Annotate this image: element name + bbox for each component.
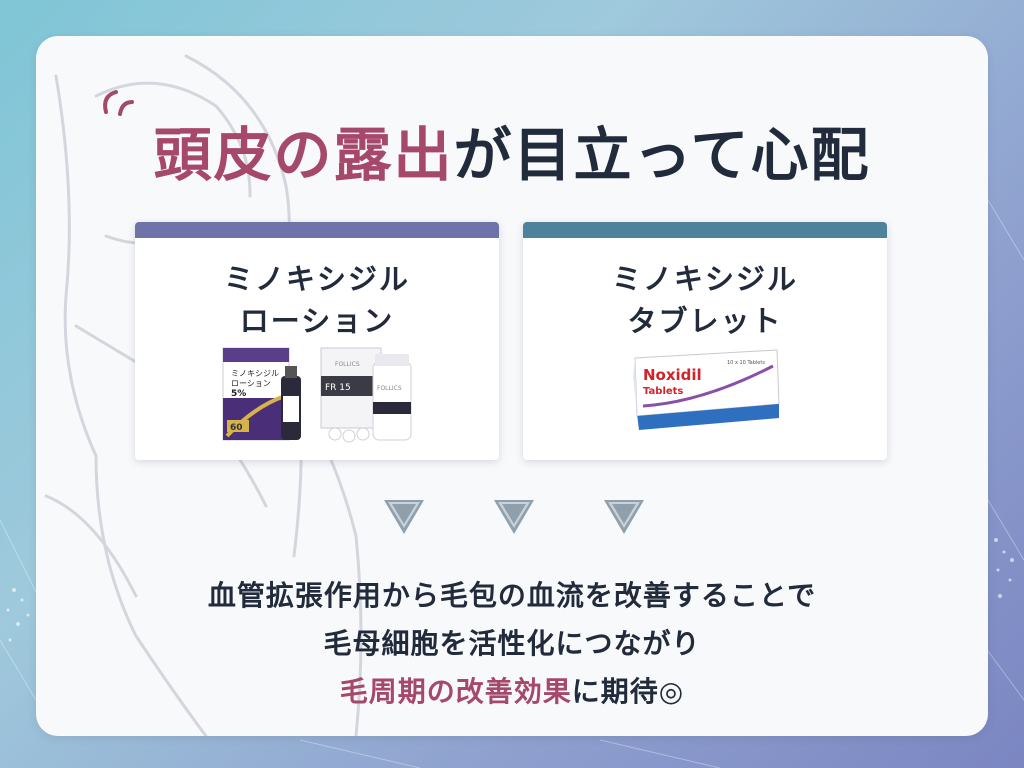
follics-box-logo: FOLLICS — [335, 361, 360, 368]
product-title-line2: ローション — [239, 304, 395, 338]
lotion-box: ミノキシジル ローション 5% 60 — [222, 347, 290, 441]
noxidil-brand: Noxidil — [643, 366, 702, 384]
follics-bottle-logo: FOLLICS — [377, 385, 402, 392]
product-title-line1: ミノキシジル — [223, 262, 410, 296]
down-arrows — [384, 500, 644, 534]
card-header-bar — [523, 222, 887, 238]
explanation-line3: 毛周期の改善効果に期待◎ — [36, 668, 988, 716]
noxidil-sub: Tablets — [643, 386, 683, 397]
content-card: 頭皮の露出が目立って心配 ミノキシジル ローション ミノキシジル ローション 5… — [36, 36, 988, 736]
lotion-box-label-sub: ローション — [231, 379, 271, 388]
product-title-line2: タブレット — [627, 304, 783, 338]
tablet-product-image: Noxidil Tablets 10 x 10 Tablets — [633, 349, 780, 430]
title-rest: が目立って心配 — [453, 121, 871, 189]
explanation-accent: 毛周期の改善効果 — [339, 675, 572, 708]
lotion-product-image: ミノキシジル ローション 5% 60 FOLLICS FR 15 FOLLICS — [222, 347, 412, 443]
lotion-box-percent: 5% — [231, 389, 246, 399]
lotion-box-label-main: ミノキシジル — [231, 369, 279, 378]
explanation-line1: 血管拡張作用から毛包の血流を改善することで — [207, 579, 817, 612]
page-title: 頭皮の露出が目立って心配 — [36, 108, 988, 192]
product-title: ミノキシジル タブレット — [523, 258, 887, 342]
product-title-line1: ミノキシジル — [611, 262, 798, 296]
product-card-tablet: ミノキシジル タブレット Noxidil Tablets 10 x 10 Tab… — [523, 222, 887, 460]
card-header-bar — [135, 222, 499, 238]
product-title: ミノキシジル ローション — [135, 258, 499, 342]
product-card-lotion: ミノキシジル ローション ミノキシジル ローション 5% 60 FOLLIC — [135, 222, 499, 460]
explanation-text: 血管拡張作用から毛包の血流を改善することで 毛母細胞を活性化につながり 毛周期の… — [36, 572, 988, 716]
follics-box-code: FR 15 — [325, 383, 351, 393]
explanation-line3-rest: に期待◎ — [571, 675, 685, 708]
explanation-line2: 毛母細胞を活性化につながり — [323, 627, 701, 660]
worry-mark-icon — [103, 90, 134, 116]
noxidil-box: Noxidil Tablets 10 x 10 Tablets — [633, 349, 780, 430]
lotion-box-volume: 60 — [230, 423, 243, 433]
noxidil-corner-text: 10 x 10 Tablets — [727, 360, 765, 366]
title-accent: 頭皮の露出 — [153, 121, 454, 189]
